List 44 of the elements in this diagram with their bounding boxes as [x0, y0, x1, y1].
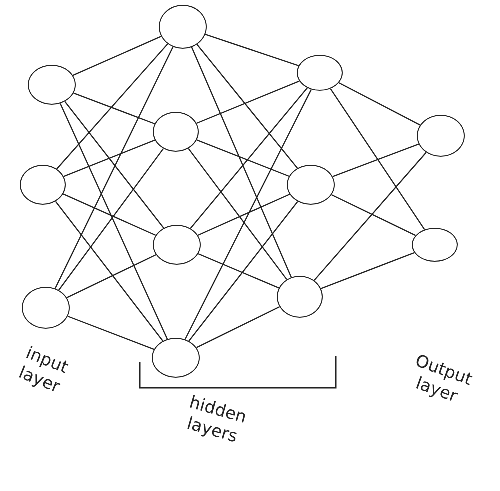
connection-line [66, 254, 156, 298]
connection-line [314, 152, 427, 281]
neuron-circle [277, 276, 323, 318]
neuron-circle [159, 5, 207, 49]
neuron-circle [152, 338, 200, 378]
layer-label: input layer [14, 342, 72, 400]
connection-line [188, 148, 288, 280]
neuron-circle [153, 225, 201, 265]
connection-line [196, 306, 280, 348]
connection-line [60, 103, 168, 340]
neuron-circle [417, 115, 465, 157]
connection-line [188, 201, 298, 342]
neuron-circle [297, 55, 343, 91]
connection-line [55, 201, 164, 342]
connection-line [330, 88, 426, 230]
connection-line [64, 140, 156, 178]
connection-line [63, 194, 156, 236]
connection-line [196, 140, 290, 178]
connection-line [64, 101, 164, 229]
neuron-circle [153, 112, 199, 152]
connection-line [68, 316, 154, 350]
layer-label: hidden layers [184, 392, 250, 450]
neuron-circle [412, 228, 458, 262]
connection-line [338, 82, 421, 126]
neuron-circle [20, 165, 66, 205]
connection-line [58, 148, 164, 291]
connection-line [205, 34, 300, 66]
connection-line [184, 89, 312, 340]
connection-line [332, 144, 420, 178]
connection-line [72, 36, 162, 76]
connection-line [190, 88, 308, 229]
connection-line [196, 44, 298, 169]
connection-line [332, 194, 416, 236]
neuron-circle [28, 65, 76, 105]
connection-line [198, 253, 280, 289]
connection-line [191, 47, 292, 278]
connection-line [196, 80, 300, 124]
connection-line [56, 44, 168, 170]
connection-line [74, 92, 156, 125]
connection-line [320, 252, 415, 290]
neuron-circle [287, 165, 335, 205]
neuron-circle [22, 287, 70, 329]
connection-line [198, 194, 290, 236]
connection-line [54, 46, 174, 289]
